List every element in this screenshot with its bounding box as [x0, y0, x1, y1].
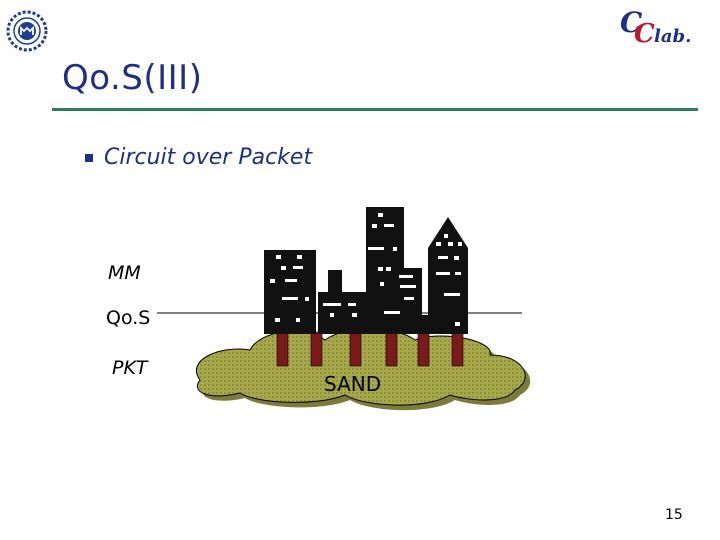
building-windows: [270, 213, 462, 326]
university-logo: [6, 10, 48, 52]
layer-label-qos: Qo.S: [106, 307, 151, 329]
pillar: [451, 331, 464, 367]
city-buildings: [264, 207, 468, 334]
cclab-logo: C C lab.: [620, 6, 691, 46]
page-number: 15: [665, 507, 683, 523]
svg-text:C: C: [634, 19, 655, 46]
bullet-text: Circuit over Packet: [104, 145, 313, 170]
pillar: [417, 331, 430, 367]
layer-label-mm: MM: [108, 262, 141, 284]
slide-title: Qo.S(III): [62, 58, 203, 98]
pillar: [385, 331, 398, 367]
pillar: [310, 331, 323, 367]
layer-label-pkt: PKT: [112, 357, 148, 379]
title-divider: [52, 108, 698, 111]
svg-text:lab.: lab.: [654, 26, 691, 46]
svg-text:C: C: [620, 6, 643, 39]
pillar: [349, 331, 362, 367]
bullet-square-icon: [85, 154, 93, 162]
city-over-sand-diagram: [157, 207, 531, 411]
sand-label: SAND: [324, 372, 382, 396]
pillar: [276, 331, 289, 367]
